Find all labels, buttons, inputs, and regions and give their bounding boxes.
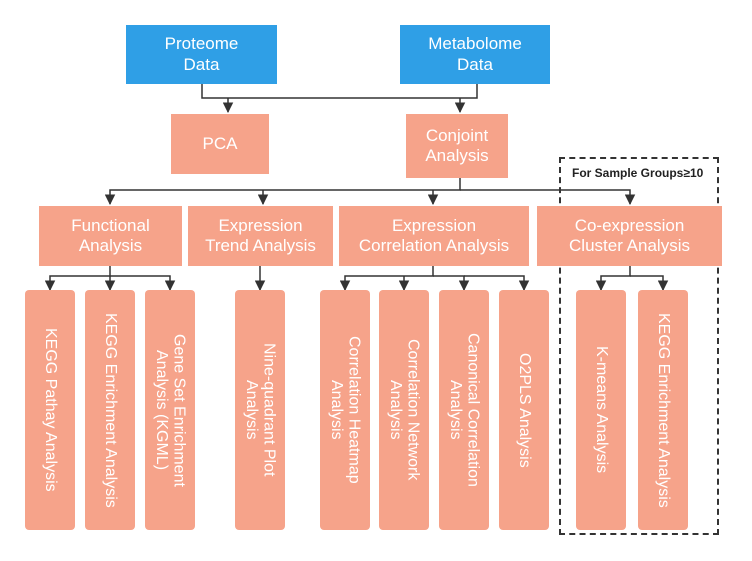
kmeans-leaf: K-means Analysis [576, 290, 626, 530]
gsea-leaf: Gene Set Enrichment Analysis (KGML) [145, 290, 195, 530]
kegg-pathway-label: KEGG Pathay Analysis [41, 328, 59, 492]
kegg-pathway-leaf: KEGG Pathay Analysis [25, 290, 75, 530]
o2pls-leaf: O2PLS Analysis [499, 290, 549, 530]
canonical-correlation-leaf: Canonical Correlation Analysis [439, 290, 489, 530]
sample-groups-label: For Sample Groups≥10 [572, 166, 704, 180]
expression-correlation-node: Expression Correlation Analysis [339, 206, 529, 266]
pca-node: PCA [171, 114, 269, 174]
nine-quadrant-label: Nine-quadrant Plot Analysis [243, 343, 278, 477]
kegg-enrichment-leaf-2: KEGG Enrichment Analysis [638, 290, 688, 530]
kegg-enrichment-leaf-1: KEGG Enrichment Analysis [85, 290, 135, 530]
o2pls-label: O2PLS Analysis [515, 352, 533, 468]
kegg-enrichment-label-2: KEGG Enrichment Analysis [654, 312, 672, 508]
canonical-correlation-label: Canonical Correlation Analysis [447, 333, 482, 487]
gsea-label: Gene Set Enrichment Analysis (KGML) [153, 333, 188, 487]
functional-analysis-node: Functional Analysis [39, 206, 182, 266]
kegg-enrichment-label-1: KEGG Enrichment Analysis [101, 312, 119, 508]
correlation-heatmap-label: Correlation Heatmap Analysis [328, 336, 363, 484]
metabolome-data-node: Metabolome Data [400, 25, 550, 84]
correlation-network-leaf: Correlation Network Analysis [379, 290, 429, 530]
proteome-data-node: Proteome Data [126, 25, 277, 84]
nine-quadrant-leaf: Nine-quadrant Plot Analysis [235, 290, 285, 530]
sample-groups-dashed-frame [559, 157, 719, 535]
coexpression-cluster-node: Co-expression Cluster Analysis [537, 206, 722, 266]
conjoint-analysis-node: Conjoint Analysis [406, 114, 508, 178]
kmeans-label: K-means Analysis [592, 346, 610, 474]
correlation-heatmap-leaf: Correlation Heatmap Analysis [320, 290, 370, 530]
correlation-network-label: Correlation Network Analysis [387, 339, 422, 481]
expression-trend-node: Expression Trend Analysis [188, 206, 333, 266]
